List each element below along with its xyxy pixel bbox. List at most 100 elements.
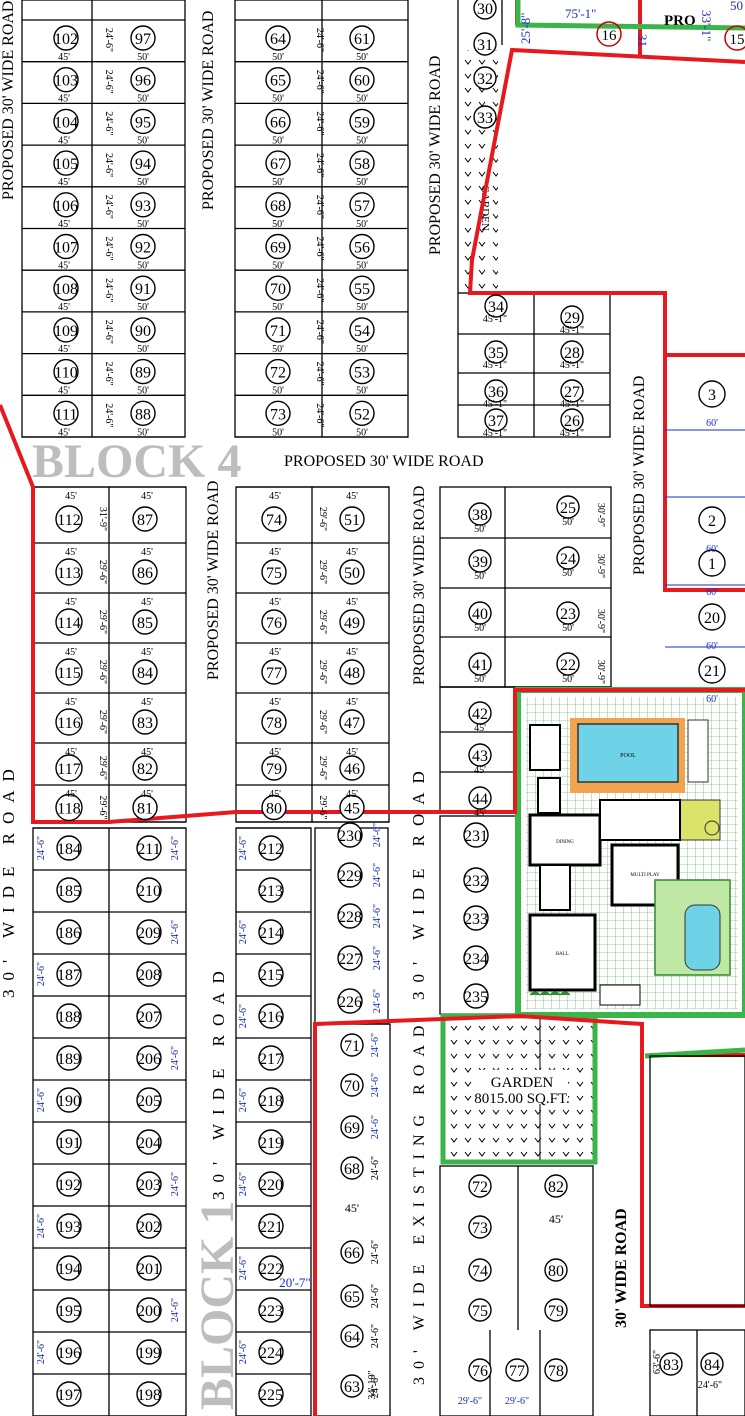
plot-markers: 1021031041051061071081091101119796959493… xyxy=(53,0,745,1407)
dimension-label: 60' xyxy=(706,694,718,705)
plot-15-circle xyxy=(724,25,745,51)
plot-circle xyxy=(340,1324,364,1348)
plot-circle xyxy=(484,379,508,403)
dimension-label: 45' xyxy=(141,789,153,800)
plot-circle xyxy=(340,1033,364,1057)
plot-16: 16 xyxy=(602,28,618,44)
plot-number: 79 xyxy=(548,1303,564,1320)
plot-circle xyxy=(560,305,584,329)
plot-circle xyxy=(132,794,158,821)
dimension-label: 60' xyxy=(706,544,718,555)
dimension-label: 50' xyxy=(137,52,149,63)
plot-77: 77 xyxy=(505,1358,529,1382)
dimension-label: 50' xyxy=(137,219,149,230)
dimension-label: 24'-6" xyxy=(314,28,325,52)
dimension-label: 50' xyxy=(356,94,368,105)
dimension-label: 50' xyxy=(272,177,284,188)
plot-1: 1 xyxy=(698,549,726,577)
plot-number: 64 xyxy=(270,31,286,48)
plot-circle xyxy=(463,867,489,893)
plot-circle xyxy=(340,1284,364,1308)
plot-39: 39 xyxy=(468,549,492,573)
plot-number: 28 xyxy=(564,345,580,362)
dimension-label: 50' xyxy=(137,344,149,355)
plot-number: 65 xyxy=(270,73,286,90)
plot-40: 40 xyxy=(468,601,492,625)
plot-58: 58 xyxy=(349,150,375,176)
plot-circle xyxy=(473,32,497,56)
dimension-label: 45' xyxy=(474,723,486,734)
plot-circle xyxy=(132,609,158,635)
plot-circle xyxy=(130,317,156,343)
plot-number: 85 xyxy=(137,615,153,632)
plot-27: 27 xyxy=(560,379,584,403)
road-mid-30: 30' WIDE ROAD xyxy=(209,962,228,1200)
plot-circle xyxy=(56,1297,82,1323)
plot-81: 81 xyxy=(132,794,158,821)
dimension-label: 24'-6" xyxy=(103,320,114,344)
plot-circle xyxy=(560,379,584,403)
plot-37: 37 xyxy=(484,408,508,432)
plot-number: 215 xyxy=(259,967,283,984)
plot-circle xyxy=(132,559,158,585)
plot-circle xyxy=(339,659,365,685)
dimension-label: 29'-6" xyxy=(97,560,108,584)
dimension-label: 50' xyxy=(272,427,284,438)
bottom-right-box xyxy=(649,1055,745,1307)
dimension-label: 50' xyxy=(562,517,574,528)
plot-42: 42 xyxy=(468,701,492,725)
plot-number: 220 xyxy=(259,1177,283,1194)
dimension-label: 24'-6" xyxy=(314,403,325,427)
plot-circle xyxy=(337,862,363,888)
plot-number: 227 xyxy=(338,951,362,968)
plot-25: 25 xyxy=(556,495,580,519)
plot-83: 83 xyxy=(132,709,158,735)
plot-45: 45 xyxy=(339,794,365,821)
dimension-label: 45'-1" xyxy=(483,428,507,439)
plot-number: 111 xyxy=(55,406,78,423)
plot-circle xyxy=(337,822,363,848)
plot-224: 224 xyxy=(258,1339,284,1365)
plot-117: 117 xyxy=(55,754,83,782)
plot-circle xyxy=(698,549,726,577)
dimension-label: 45' xyxy=(269,547,281,558)
plot-circle xyxy=(258,1129,284,1155)
dimension-label: 50' xyxy=(356,219,368,230)
plot-48: 48 xyxy=(339,659,365,685)
plot-circle xyxy=(468,786,492,810)
dimension-label: 29'-6" xyxy=(317,710,328,734)
dimension-label: 31'-9" xyxy=(97,507,108,531)
plot-circle xyxy=(659,1352,683,1376)
plot-circle xyxy=(130,275,156,301)
plot-number: 208 xyxy=(137,967,161,984)
plot-113: 113 xyxy=(55,558,83,586)
plot-number: 115 xyxy=(57,665,80,682)
plot-number: 73 xyxy=(270,406,286,423)
road-mid-30b: 30' WIDE ROAD xyxy=(409,762,428,1000)
plot-circle xyxy=(468,601,492,625)
dimension-label: 50' xyxy=(356,344,368,355)
plot-number: 218 xyxy=(259,1093,283,1110)
plot-205: 205 xyxy=(136,1087,162,1113)
plot-number: 26 xyxy=(564,413,580,430)
plot-84: 84 xyxy=(700,1352,724,1376)
dimension-label: 24'-6" xyxy=(314,361,325,385)
plot-115: 115 xyxy=(55,658,83,686)
dimension-label: 50' xyxy=(474,623,486,634)
plot-number: 23 xyxy=(560,606,576,623)
plot-number: 72 xyxy=(472,1179,488,1196)
dimension-label: 24'-6" xyxy=(103,153,114,177)
plot-96: 96 xyxy=(130,66,156,93)
plot-78: 78 xyxy=(544,1358,568,1382)
plot-circle xyxy=(258,835,284,861)
garden-area-label: 8015.00 SQ.FT. xyxy=(474,1091,570,1107)
plot-221: 221 xyxy=(258,1213,284,1239)
plot-number: 200 xyxy=(137,1303,161,1320)
plot-circle xyxy=(136,1213,162,1239)
dimension-label: 24'-6" xyxy=(372,989,383,1013)
plot-200: 200 xyxy=(136,1297,162,1323)
plot-number: 214 xyxy=(259,925,283,942)
plot-184: 184 xyxy=(56,835,82,861)
plot-circle xyxy=(265,275,291,301)
plot-number: 230 xyxy=(338,828,362,845)
